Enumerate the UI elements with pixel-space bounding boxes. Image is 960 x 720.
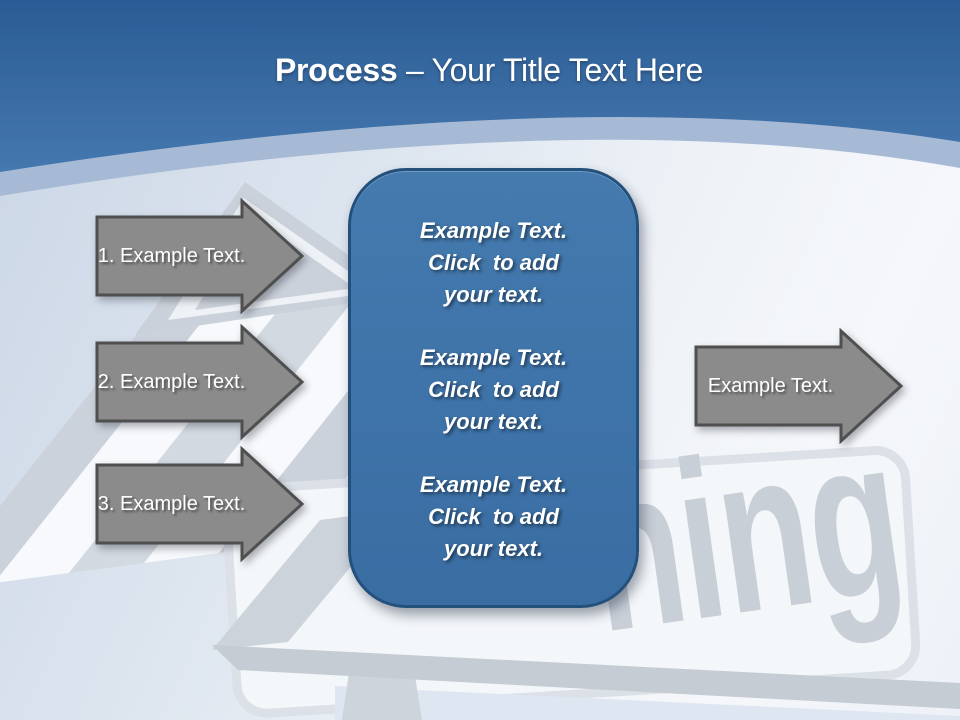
step-3-label: 3. Example Text. (97, 492, 246, 515)
output-arrow[interactable]: Example Text. (694, 328, 904, 444)
title-keyword: Process (274, 52, 398, 88)
text-line: Example Text. (419, 472, 568, 497)
text-line: Example Text. (419, 345, 568, 370)
header-curve (0, 0, 960, 196)
text-line: your text. (443, 282, 544, 307)
title-text: – Your Title Text Here (397, 52, 704, 88)
text-block-1: Example Text. Click to add your text. (365, 215, 622, 311)
step-1-label: 1. Example Text. (97, 244, 246, 267)
step-2-label: 2. Example Text. (97, 370, 246, 393)
text-line: Example Text. (419, 218, 568, 243)
slide-title[interactable]: Process – Your Title Text Here (0, 52, 960, 89)
text-line: Click to add (428, 504, 559, 529)
process-step-arrow-1[interactable]: 1. Example Text. (95, 198, 305, 314)
center-text-panel[interactable]: Example Text. Click to add your text. Ex… (348, 168, 639, 608)
process-step-arrow-2[interactable]: 2. Example Text. (95, 324, 305, 440)
text-line: your text. (443, 536, 544, 561)
text-block-3: Example Text. Click to add your text. (365, 469, 622, 565)
text-line: Click to add (428, 250, 559, 275)
process-step-arrow-3[interactable]: 3. Example Text. (95, 446, 305, 562)
arrow-right-icon (694, 328, 904, 444)
output-arrow-label: Example Text. (707, 374, 834, 397)
arrow-right-icon (95, 446, 305, 562)
arrow-right-icon (95, 198, 305, 314)
arrow-right-icon (95, 324, 305, 440)
text-block-2: Example Text. Click to add your text. (365, 342, 622, 438)
text-line: your text. (443, 409, 544, 434)
watermark-lower-panel (335, 686, 960, 720)
text-line: Click to add (428, 377, 559, 402)
watermark-cross-bar (212, 645, 960, 709)
